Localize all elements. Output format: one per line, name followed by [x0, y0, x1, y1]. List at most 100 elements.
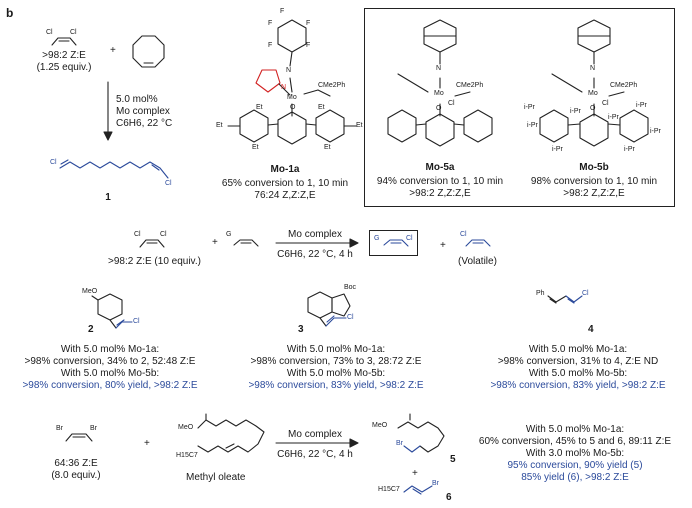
compound-2-result-line2: >98% conversion, 34% to 2, 52:48 Z:E — [24, 356, 196, 367]
bottom-result-line4: 95% conversion, 90% yield (5) — [507, 460, 643, 471]
bottom-arrow-bottom-label: C6H6, 22 °C, 4 h — [277, 449, 353, 460]
mid-arrow-top-label: Mo complex — [288, 229, 342, 240]
mid-plus-sign: + — [212, 237, 218, 248]
mo5b-molybdenum-label: Mo — [588, 90, 598, 97]
condition-solvent: C6H6, 22 °C — [116, 118, 173, 129]
mo1a-ethyl-label: Et — [252, 144, 259, 151]
bottom-result-line3: With 3.0 mol% Mo-5b: — [525, 448, 625, 459]
compound-4-number: 4 — [588, 324, 594, 335]
mo1a-molybdenum-label: Mo — [287, 94, 297, 101]
mid-dichloroethene-structure — [139, 239, 165, 248]
mo1a-result-line2: 76:24 Z,Z:Z,E — [254, 190, 316, 201]
compound-4-result-line3: With 5.0 mol% Mo-5b: — [528, 368, 628, 379]
compound-2-methoxy-label: MeO — [82, 288, 98, 295]
product-6-alkyl-label: H15C7 — [378, 486, 400, 493]
plus-sign: + — [110, 45, 116, 56]
mid-g-label: G — [226, 231, 232, 238]
mo5a-result-line1: 94% conversion to 1, 10 min — [376, 176, 504, 187]
compound-2-structure — [91, 293, 133, 329]
mo5b-isopropyl-label: i-Pr — [570, 108, 581, 115]
panel-label: b — [6, 6, 14, 20]
mo5b-alkylidene-label: CMe2Ph — [610, 82, 638, 89]
compound-2-result-line3: With 5.0 mol% Mo-5b: — [60, 368, 160, 379]
compound-3-result-line1: With 5.0 mol% Mo-1a: — [286, 344, 386, 355]
compound-2-number: 2 — [88, 324, 94, 335]
mo1a-alkylidene-label: CMe2Ph — [318, 82, 346, 89]
dibromo-equiv: (8.0 equiv.) — [51, 470, 101, 481]
dibromo-br-right: Br — [90, 425, 97, 432]
condition-loading: 5.0 mol% — [116, 94, 158, 105]
compound-4-cl-label: Cl — [582, 290, 589, 297]
mid-product-g-label: G — [374, 235, 380, 242]
mo1a-fluoro-label: F — [306, 20, 311, 27]
oleate-meo-label: MeO — [178, 424, 194, 431]
mo5b-isopropyl-label: i-Pr — [636, 102, 647, 109]
compound-3-boc-label: Boc — [344, 284, 357, 291]
product-plus-sign: + — [412, 468, 418, 479]
compound-3-number: 3 — [298, 324, 304, 335]
mo5a-alkylidene-label: CMe2Ph — [456, 82, 484, 89]
volatile-cl-label: Cl — [460, 231, 467, 238]
mo5b-isopropyl-label: i-Pr — [552, 146, 563, 153]
dibromo-br-left: Br — [56, 425, 63, 432]
volatile-label: (Volatile) — [458, 256, 497, 267]
mo1a-ethyl-label: Et — [318, 104, 325, 111]
mo5b-isopropyl-label: i-Pr — [608, 114, 619, 121]
mo5b-isopropyl-label: i-Pr — [650, 128, 661, 135]
product-5-meo-label: MeO — [372, 422, 388, 429]
volatile-byproduct-structure — [465, 239, 491, 247]
compound-3-result-line3: With 5.0 mol% Mo-5b: — [286, 368, 386, 379]
compound-3-result-line4: >98% conversion, 83% yield, >98:2 Z:E — [248, 380, 424, 391]
mo1a-ethyl-label: Et — [356, 122, 363, 129]
compound-2-result-line4: >98% conversion, 80% yield, >98:2 Z:E — [22, 380, 198, 391]
mo1a-pyrrolide-nitrogen: N — [281, 84, 287, 91]
condition-catalyst: Mo complex — [116, 106, 170, 117]
mid-product-structure — [383, 239, 409, 247]
mid-product-cl-label: Cl — [406, 235, 413, 242]
dichloroethene-ratio: >98:2 Z:E — [42, 50, 86, 61]
chloro-label: Cl — [46, 29, 53, 36]
mo-5-catalyst-box — [364, 8, 675, 207]
dibromoethene-structure — [65, 433, 93, 442]
reaction-arrow-down — [103, 81, 113, 141]
mid-product-box — [369, 230, 418, 256]
product-6-structure — [403, 485, 433, 495]
mid-chloro-label: Cl — [134, 231, 141, 238]
mo5b-result-line1: 98% conversion to 1, 10 min — [530, 176, 658, 187]
bottom-arrow-top-label: Mo complex — [288, 429, 342, 440]
product-1-cl-left: Cl — [50, 159, 57, 166]
chloro-label: Cl — [70, 29, 77, 36]
compound-3-structure — [307, 291, 351, 327]
mo1a-fluoro-label: F — [280, 8, 285, 15]
product-1-cl-right: Cl — [165, 180, 172, 187]
mid-reaction-arrow — [275, 238, 359, 248]
mid-plus-sign-2: + — [440, 240, 446, 251]
compound-4-result-line4: >98% conversion, 83% yield, >98:2 Z:E — [490, 380, 666, 391]
compound-4-result-line2: >98% conversion, 31% to 4, Z:E ND — [497, 356, 659, 367]
mo-5a-structure — [387, 19, 493, 147]
mo1a-name: Mo-1a — [270, 164, 300, 175]
mo1a-oxygen-label: O — [290, 104, 296, 111]
compound-3-cl-label: Cl — [347, 314, 354, 321]
mo5b-isopropyl-label: i-Pr — [624, 146, 635, 153]
dibromo-ratio: 64:36 Z:E — [54, 458, 98, 469]
compound-4-result-line1: With 5.0 mol% Mo-1a: — [528, 344, 628, 355]
bottom-result-line2: 60% conversion, 45% to 5 and 6, 89:11 Z:… — [478, 436, 672, 447]
mo1a-fluoro-label: F — [306, 42, 311, 49]
mo5a-oxygen-label: O — [436, 105, 442, 112]
mid-chloro-label: Cl — [160, 231, 167, 238]
compound-2-cl-label: Cl — [133, 318, 140, 325]
product-6-br-label: Br — [432, 480, 439, 487]
mo-1a-structure — [227, 19, 357, 145]
product-5-br-label: Br — [396, 440, 403, 447]
mo5b-result-line2: >98:2 Z,Z:Z,E — [563, 188, 625, 199]
mo1a-ethyl-label: Et — [324, 144, 331, 151]
oleate-alkyl-label: H15C7 — [176, 452, 198, 459]
mo1a-fluoro-label: F — [268, 20, 273, 27]
mo5a-molybdenum-label: Mo — [434, 90, 444, 97]
mo1a-ethyl-label: Et — [256, 104, 263, 111]
compound-2-result-line1: With 5.0 mol% Mo-1a: — [60, 344, 160, 355]
product-1-structure — [59, 159, 169, 179]
mo5b-name: Mo-5b — [579, 162, 609, 173]
product-5-structure — [397, 413, 445, 453]
